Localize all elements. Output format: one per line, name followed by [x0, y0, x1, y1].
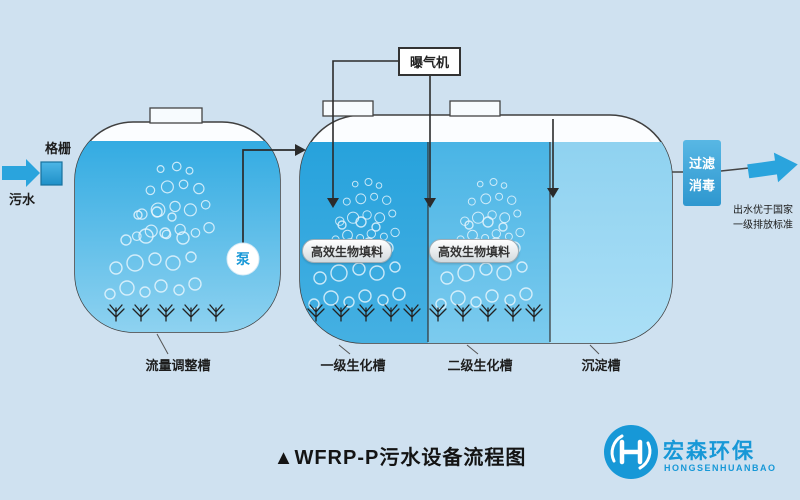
screen-label: 格栅: [44, 141, 71, 156]
filter-disinfect-box: 过滤 消毒: [683, 140, 721, 206]
aerator-pipe-left: [332, 60, 399, 200]
effluent-note: 出水优于国家 一级排放标准: [727, 204, 799, 233]
caption-flow-adjustment-tank: 流量调整槽: [145, 358, 211, 373]
logo-name: 宏森环保: [663, 440, 755, 463]
pump-badge: 泵: [236, 251, 250, 267]
diagram-title: ▲WFRP-P污水设备流程图: [273, 447, 527, 469]
caption-primary-bio-tank: 一级生化槽: [320, 358, 386, 373]
tank-flow-adjustment-water: [75, 141, 280, 332]
aerator-pipe-left-tip-icon: [327, 198, 339, 208]
aerator-pipe-right-tip-icon: [547, 188, 559, 198]
filter-label-line2: 消毒: [688, 177, 715, 193]
bio-media-pill-1: 高效生物填料: [302, 239, 392, 263]
effluent-arrow-icon: [747, 152, 798, 183]
caption-secondary-bio-tank: 二级生化槽: [447, 358, 513, 373]
tank1-manhole: [149, 107, 203, 124]
caption-sedimentation-tank: 沉淀槽: [581, 358, 621, 373]
effluent-note-line1: 出水优于国家: [733, 205, 793, 216]
influent-arrow-icon: [2, 159, 40, 187]
aerator-pipe-middle-tip-icon: [424, 198, 436, 208]
filter-label-line1: 过滤: [688, 155, 715, 171]
pump-pipe: [242, 149, 295, 243]
tank2-manhole-2: [449, 100, 501, 117]
caption-leader-lines: [156, 333, 600, 355]
filter-outlet-line: [720, 167, 750, 172]
aerator-box: 曝气机: [398, 47, 461, 76]
influent-label: 污水: [8, 192, 35, 207]
pump-pipe-arrow-icon: [295, 144, 306, 156]
effluent-note-line2: 一级排放标准: [733, 219, 793, 231]
tank2-manhole-1: [322, 100, 374, 117]
logo-icon: [604, 425, 658, 479]
logo-subtitle: HONGSENHUANBAO: [664, 463, 777, 473]
pump-circle: [226, 242, 260, 276]
screen-unit: [40, 161, 63, 186]
bio-media-pill-2: 高效生物填料: [429, 239, 519, 263]
